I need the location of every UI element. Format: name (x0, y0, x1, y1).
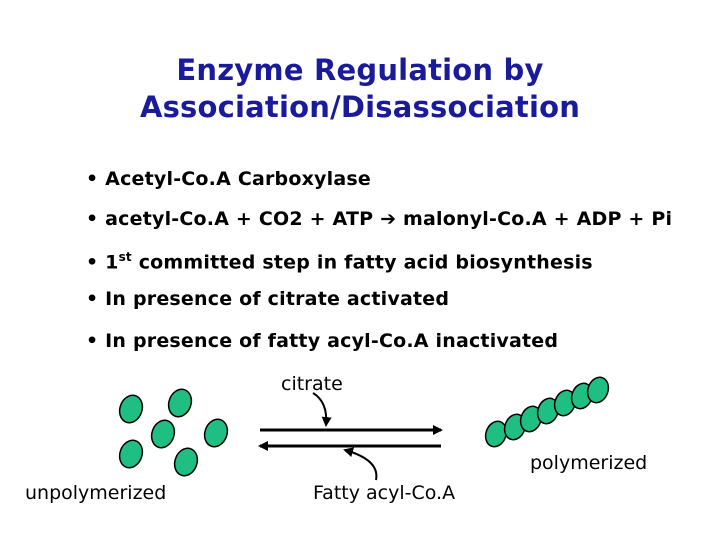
committed-step-ordinal: st (118, 250, 132, 264)
slide-title: Enzyme Regulation by Association/Disasso… (0, 52, 720, 126)
reaction-reactants: • acetyl-Co.A + CO2 + ATP (86, 208, 381, 230)
subunit-monomer (173, 447, 199, 477)
committed-step-text: committed step in fatty acid biosynthesi… (131, 251, 593, 274)
subunit-polymer (586, 376, 610, 404)
bullet-reaction: • acetyl-Co.A + CO2 + ATP ➔ malonyl-Co.A… (86, 208, 672, 230)
bullet-citrate-activated: • In presence of citrate activated (86, 288, 450, 310)
title-line-1: Enzyme Regulation by (176, 53, 544, 87)
reaction-products: malonyl-Co.A + ADP + Pi (396, 208, 673, 230)
subunit-monomer (118, 394, 144, 424)
bullet-enzyme-name: • Acetyl-Co.A Carboxylase (86, 168, 371, 190)
polymerized-chain (484, 376, 610, 448)
bullet-acyl-coa-inactivated: • In presence of fatty acyl-Co.A inactiv… (86, 330, 559, 352)
fatty-acyl-coa-label: Fatty acyl-Co.A (313, 482, 456, 504)
subunit-polymer (484, 420, 508, 448)
polymerized-label: polymerized (530, 452, 648, 474)
unpolymerized-subunits (118, 388, 229, 477)
subunit-monomer (118, 439, 144, 469)
fatty-acyl-coa-effect-arrow (343, 447, 378, 481)
subunit-monomer (167, 388, 193, 418)
reaction-arrow-icon: ➔ (380, 208, 397, 230)
citrate-label: citrate (281, 373, 343, 395)
citrate-effect-arrow (312, 392, 332, 427)
title-line-2: Association/Disassociation (139, 90, 581, 124)
subunit-monomer (203, 418, 229, 448)
subunit-polymer (519, 405, 543, 433)
unpolymerized-label: unpolymerized (25, 482, 167, 504)
bullet-committed-step: • 1st committed step in fatty acid biosy… (86, 250, 593, 273)
committed-step-number: • 1 (86, 251, 119, 274)
subunit-polymer (536, 397, 560, 425)
subunit-monomer (150, 419, 176, 449)
